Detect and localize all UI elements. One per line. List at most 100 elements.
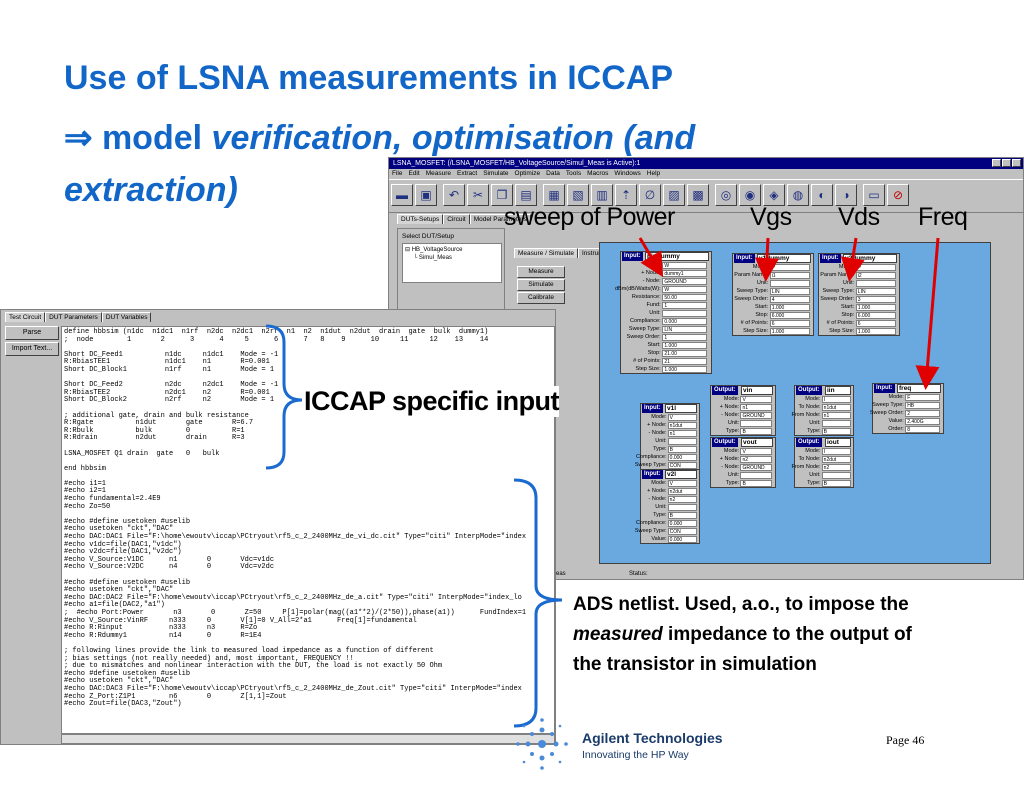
field-value[interactable]: 1.000 bbox=[662, 342, 708, 349]
menu-extract[interactable]: Extract bbox=[456, 170, 478, 177]
field-value[interactable]: B bbox=[740, 428, 773, 435]
tab-main-0[interactable]: Measure / Simulate bbox=[514, 248, 578, 258]
simulate-button[interactable]: Simulate bbox=[517, 279, 565, 291]
field-value[interactable]: 6.000 bbox=[855, 312, 896, 319]
field-value[interactable]: 0.000 bbox=[667, 536, 697, 543]
field-value[interactable]: V bbox=[740, 396, 773, 403]
tab-netlist-2[interactable]: DUT Variables bbox=[101, 312, 152, 322]
field-value[interactable]: 6 bbox=[855, 320, 896, 327]
simulate-icon[interactable]: ▧ bbox=[567, 184, 589, 206]
calibrate-icon[interactable]: ▥ bbox=[591, 184, 613, 206]
stop-icon[interactable]: ⊘ bbox=[887, 184, 909, 206]
optimize-icon[interactable]: ∅ bbox=[639, 184, 661, 206]
field-value[interactable]: n1 bbox=[740, 404, 773, 411]
block-name-field[interactable]: vin bbox=[741, 386, 773, 395]
tab-netlist-0[interactable]: Test Circuit bbox=[5, 312, 46, 322]
field-value[interactable]: 4 bbox=[769, 296, 810, 303]
field-value[interactable]: n1dut bbox=[821, 404, 851, 411]
field-value[interactable]: B bbox=[821, 480, 851, 487]
dut-setup-tree[interactable]: ⊟ HB_VoltageSource └ Simul_Meas bbox=[402, 243, 502, 283]
field-value[interactable]: n1dut bbox=[667, 422, 697, 429]
close-button[interactable] bbox=[1012, 159, 1021, 167]
block-name-field[interactable]: iin bbox=[825, 386, 851, 395]
block-name-field[interactable]: v1l bbox=[665, 404, 697, 413]
field-value[interactable]: 6 bbox=[769, 320, 810, 327]
menu-file[interactable]: File bbox=[392, 170, 403, 177]
field-value[interactable]: LIN bbox=[855, 288, 896, 295]
open-folder-icon[interactable]: ▬ bbox=[391, 184, 413, 206]
plot-icon[interactable]: ▨ bbox=[663, 184, 685, 206]
block-name-field[interactable]: iout bbox=[825, 438, 851, 447]
field-value[interactable]: n2 bbox=[667, 496, 697, 503]
field-value[interactable]: CON bbox=[667, 528, 697, 535]
field-value[interactable]: LIN bbox=[662, 326, 708, 333]
field-value[interactable]: n1 bbox=[821, 412, 851, 419]
field-value[interactable] bbox=[667, 504, 697, 511]
field-value[interactable]: CON bbox=[667, 462, 697, 469]
tab-top-0[interactable]: DUTs-Setups bbox=[397, 214, 444, 224]
menu-tools[interactable]: Tools bbox=[565, 170, 582, 177]
field-value[interactable]: GROUND bbox=[662, 278, 708, 285]
field-value[interactable]: 1 bbox=[662, 334, 708, 341]
calibrate-button[interactable]: Calibrate bbox=[517, 292, 565, 304]
field-value[interactable] bbox=[821, 472, 851, 479]
field-value[interactable]: V bbox=[667, 414, 697, 421]
field-value[interactable]: n2dut bbox=[667, 488, 697, 495]
field-value[interactable]: I bbox=[821, 396, 851, 403]
minimize-button[interactable] bbox=[992, 159, 1001, 167]
copy-icon[interactable]: ❐ bbox=[491, 184, 513, 206]
field-value[interactable]: GROUND bbox=[740, 464, 773, 471]
field-value[interactable]: n1 bbox=[667, 430, 697, 437]
field-value[interactable]: 3 bbox=[855, 296, 896, 303]
setup-icon[interactable]: ◉ bbox=[739, 184, 761, 206]
save-icon[interactable]: ▣ bbox=[415, 184, 437, 206]
field-value[interactable] bbox=[769, 280, 810, 287]
field-value[interactable]: HB bbox=[905, 402, 941, 409]
maximize-button[interactable] bbox=[1002, 159, 1011, 167]
field-value[interactable]: 1.000 bbox=[662, 366, 708, 373]
field-value[interactable]: 6.000 bbox=[769, 312, 810, 319]
menu-optimize[interactable]: Optimize bbox=[514, 170, 541, 177]
hardware-icon[interactable]: ▭ bbox=[863, 184, 885, 206]
field-value[interactable]: V bbox=[667, 480, 697, 487]
block-name-field[interactable]: vout bbox=[741, 438, 773, 447]
field-value[interactable]: B bbox=[667, 446, 697, 453]
field-value[interactable]: W bbox=[662, 286, 708, 293]
model-icon[interactable]: ◍ bbox=[787, 184, 809, 206]
horizontal-scrollbar[interactable] bbox=[61, 734, 555, 744]
field-value[interactable]: 21.00 bbox=[662, 350, 708, 357]
menu-edit[interactable]: Edit bbox=[408, 170, 420, 177]
instrument-icon[interactable]: ◎ bbox=[715, 184, 737, 206]
undo-icon[interactable]: ↶ bbox=[443, 184, 465, 206]
block-name-field[interactable]: v2l bbox=[665, 470, 697, 479]
field-value[interactable]: 8 bbox=[905, 426, 941, 433]
field-value[interactable] bbox=[662, 310, 708, 317]
globe-icon[interactable]: ◐ bbox=[811, 184, 833, 206]
field-value[interactable]: B bbox=[740, 480, 773, 487]
field-value[interactable]: 1.000 bbox=[855, 328, 896, 335]
field-value[interactable] bbox=[855, 280, 896, 287]
parse-button[interactable]: Parse bbox=[5, 326, 59, 340]
extract-icon[interactable]: ⇡ bbox=[615, 184, 637, 206]
measure-button[interactable]: Measure bbox=[517, 266, 565, 278]
field-value[interactable]: 0.000 bbox=[662, 318, 708, 325]
field-value[interactable]: n2dut bbox=[821, 456, 851, 463]
tree-item-setup[interactable]: └ Simul_Meas bbox=[413, 255, 452, 261]
field-value[interactable]: B bbox=[821, 428, 851, 435]
field-value[interactable]: n2 bbox=[821, 464, 851, 471]
tab-top-2[interactable]: Model Parameters bbox=[469, 214, 531, 224]
dut-icon[interactable]: ◈ bbox=[763, 184, 785, 206]
menu-macros[interactable]: Macros bbox=[587, 170, 609, 177]
field-value[interactable]: V bbox=[740, 448, 773, 455]
data-icon[interactable]: ▩ bbox=[687, 184, 709, 206]
menu-help[interactable]: Help bbox=[646, 170, 661, 177]
field-value[interactable] bbox=[821, 420, 851, 427]
field-value[interactable]: LIN bbox=[769, 288, 810, 295]
menu-simulate[interactable]: Simulate bbox=[483, 170, 509, 177]
